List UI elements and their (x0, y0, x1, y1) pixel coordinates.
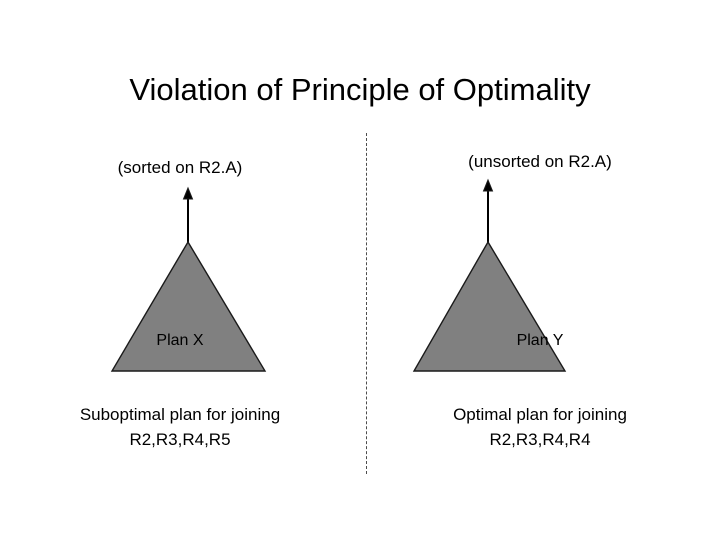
caption-left-line2: R2,R3,R4,R5 (129, 430, 231, 449)
page-title: Violation of Principle of Optimality (129, 71, 591, 107)
plan-label-right: Plan Y (516, 332, 564, 349)
panel-left: (sorted on R2.A) Plan X Suboptimal plan … (0, 158, 360, 452)
arrow-up-icon-right (360, 178, 720, 244)
caption-right-line1: Optimal plan for joining (453, 405, 627, 424)
caption-right-line2: R2,R3,R4,R4 (489, 430, 591, 449)
sort-label-left: (sorted on R2.A) (117, 158, 243, 177)
caption-left: Suboptimal plan for joining R2,R3,R4,R5 (0, 402, 360, 452)
caption-right: Optimal plan for joining R2,R3,R4,R4 (360, 402, 720, 452)
caption-left-line1: Suboptimal plan for joining (79, 405, 281, 424)
arrow-up-icon-left (0, 186, 360, 244)
panel-right: (unsorted on R2.A) Plan Y Optimal plan f… (360, 0, 720, 540)
plan-shape-right: Plan Y (360, 240, 720, 374)
vertical-dashed-divider (366, 133, 367, 474)
plan-label-left: Plan X (156, 332, 204, 349)
plan-shape-left: Plan X (0, 240, 360, 374)
sort-label-right: (unsorted on R2.A) (468, 152, 612, 171)
